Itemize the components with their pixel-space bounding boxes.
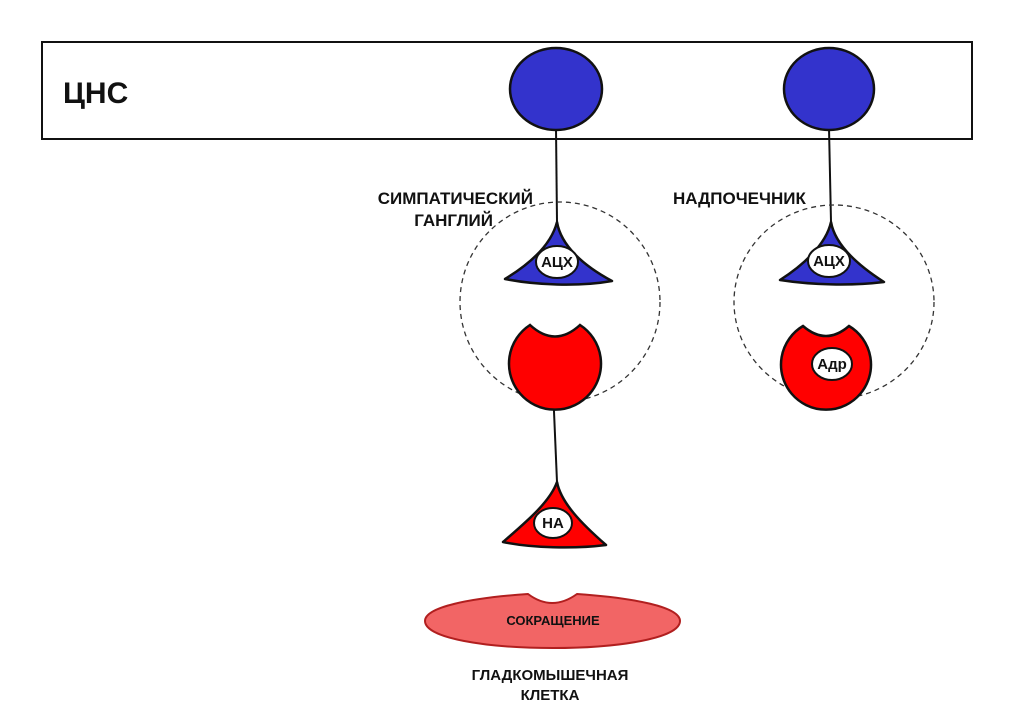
adrenaline-badge: Адр <box>817 356 847 373</box>
sympathetic-preganglionic-axon <box>555 127 558 223</box>
adrenal-preganglionic-axon <box>828 127 832 223</box>
adrenal-ach-badge-circle <box>807 244 851 278</box>
cns-label: ЦНС <box>63 77 128 110</box>
cns-neuron-adrenal <box>782 46 876 132</box>
smooth-muscle-label-line2: КЛЕТКА <box>521 687 580 704</box>
norepinephrine-badge: НА <box>542 515 564 532</box>
contraction-label: СОКРАЩЕНИЕ <box>506 613 600 628</box>
sympathetic-ganglion-label-line2: ГАНГЛИЙ <box>414 211 493 230</box>
adrenal-gland-label: НАДПОЧЕЧНИК <box>673 189 806 208</box>
smooth-muscle-label-line1: ГЛАДКОМЫШЕЧНАЯ <box>472 667 629 684</box>
sympathetic-postganglionic-neuron <box>507 323 603 411</box>
norepinephrine-badge-circle <box>533 507 573 539</box>
adrenaline-badge-circle <box>811 347 853 381</box>
smooth-muscle-cell <box>423 592 682 650</box>
sympathetic-ganglion-label-line1: СИМПАТИЧЕСКИЙ <box>378 189 533 208</box>
adrenal-ach-badge: АЦХ <box>813 253 845 270</box>
sympathetic-ach-badge: АЦХ <box>541 254 573 271</box>
sympathetic-ach-badge-circle <box>535 245 579 279</box>
cns-neuron-sympathetic <box>508 46 604 132</box>
